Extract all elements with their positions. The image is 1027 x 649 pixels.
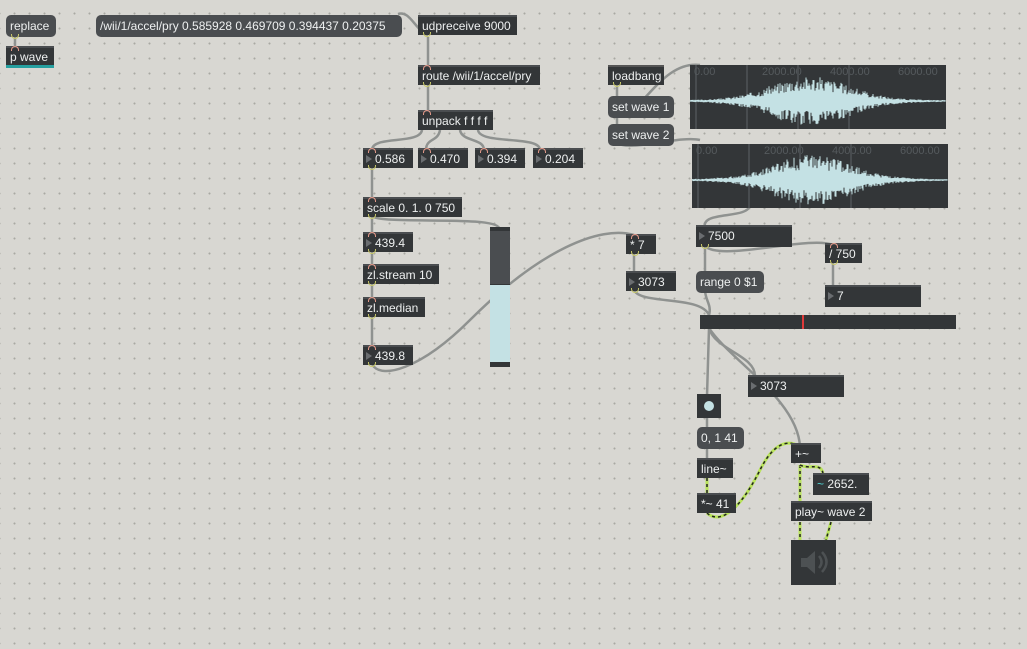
signal-icon: ~ [817, 477, 828, 491]
bang-indicator [704, 401, 714, 411]
p-wave-subpatch[interactable]: p wave [6, 46, 54, 68]
position-slider[interactable] [700, 315, 956, 329]
waveform-tick-label: 6000.00 [898, 66, 938, 78]
length-number-box[interactable]: 7500 [696, 225, 792, 249]
value: 439.8 [375, 349, 406, 363]
waveform-trace [690, 77, 946, 125]
slider-fill [490, 284, 510, 362]
label: loadbang [612, 69, 662, 83]
label: zl.median [367, 301, 419, 315]
dac-speaker-button[interactable] [791, 540, 836, 585]
waveform-tick-label: 0.00 [696, 145, 718, 157]
label: unpack f f f f [422, 114, 488, 128]
label: udpreceive 9000 [422, 19, 511, 33]
zl-stream-object[interactable]: zl.stream 10 [363, 264, 439, 286]
median-number-box[interactable]: 439.8 [363, 345, 413, 367]
unpack-object[interactable]: unpack f f f f [418, 110, 493, 130]
vertical-slider[interactable] [490, 227, 510, 367]
value: 3073 [638, 275, 665, 289]
udpreceive-object[interactable]: udpreceive 9000 [418, 15, 517, 37]
plus-signal-object[interactable]: +~ [791, 443, 821, 463]
label: line~ [701, 462, 727, 476]
value: 0.470 [430, 152, 461, 166]
waveform-tick-label: 6000.00 [900, 145, 940, 157]
waveform-gridline [748, 144, 750, 208]
label: * 7 [630, 238, 645, 252]
bang-button[interactable] [697, 394, 721, 418]
waveform-gridline [697, 144, 699, 208]
loadbang-object[interactable]: loadbang [608, 65, 664, 87]
multiplied-number-box[interactable]: 3073 [626, 271, 676, 293]
value: 2652. [827, 477, 858, 491]
scaled-number-box[interactable]: 439.4 [363, 232, 413, 254]
playhead [802, 315, 805, 329]
value: 3073 [760, 379, 787, 393]
value: 0.586 [375, 152, 406, 166]
waveform-gridline [695, 65, 697, 129]
scale-object[interactable]: scale 0. 1. 0 750 [363, 197, 462, 219]
zl-median-object[interactable]: zl.median [363, 297, 425, 319]
label: set wave 2 [612, 128, 670, 142]
ratio-number-box[interactable]: 7 [825, 285, 921, 307]
label: play~ wave 2 [795, 505, 866, 519]
set-wave-2-message[interactable]: set wave 2 [608, 124, 674, 146]
label: scale 0. 1. 0 750 [367, 201, 456, 215]
label: p wave [10, 50, 49, 64]
set-wave-1-message[interactable]: set wave 1 [608, 96, 674, 118]
value: 0.394 [487, 152, 518, 166]
number-box-3[interactable]: 0.394 [475, 148, 525, 168]
label: *~ 41 [701, 497, 730, 511]
waveform-tick-label: 2000.00 [764, 145, 804, 157]
play-object[interactable]: play~ wave 2 [791, 501, 872, 521]
label: route /wii/1/accel/pry [422, 69, 532, 83]
label: set wave 1 [612, 100, 670, 114]
number-box-1[interactable]: 0.586 [363, 148, 413, 170]
osc-message-box[interactable]: /wii/1/accel/pry 0.585928 0.469709 0.394… [96, 15, 402, 37]
signal-number-box[interactable]: ~ 2652. [813, 473, 869, 495]
label: / 750 [829, 247, 856, 261]
number-box-2[interactable]: 0.470 [418, 148, 468, 168]
value: 7 [837, 289, 844, 303]
label: +~ [795, 447, 810, 461]
value: 7500 [708, 229, 735, 243]
label: range 0 $1 [700, 275, 758, 289]
number-box-4[interactable]: 0.204 [533, 148, 583, 168]
value: 439.4 [375, 236, 406, 250]
multiply-7-object[interactable]: * 7 [626, 234, 656, 256]
replace-message[interactable]: replace [6, 15, 56, 39]
waveform-tick-label: 0.00 [694, 66, 716, 78]
range-message[interactable]: range 0 $1 [696, 271, 764, 293]
divide-750-object[interactable]: / 750 [825, 243, 862, 265]
label: replace [10, 19, 50, 33]
position-number-box[interactable]: 3073 [748, 375, 844, 397]
label: zl.stream 10 [367, 268, 433, 282]
line-tilde-object[interactable]: line~ [697, 458, 733, 478]
label: 0, 1 41 [701, 431, 738, 445]
speaker-icon [801, 551, 828, 574]
line-message[interactable]: 0, 1 41 [697, 427, 744, 449]
waveform-trace [692, 155, 948, 205]
route-object[interactable]: route /wii/1/accel/pry [418, 65, 540, 87]
value: 0.204 [545, 152, 576, 166]
waveform-tick-label: 2000.00 [762, 66, 802, 78]
label: /wii/1/accel/pry 0.585928 0.469709 0.394… [100, 19, 386, 33]
multiply-signal-object[interactable]: *~ 41 [697, 493, 736, 513]
